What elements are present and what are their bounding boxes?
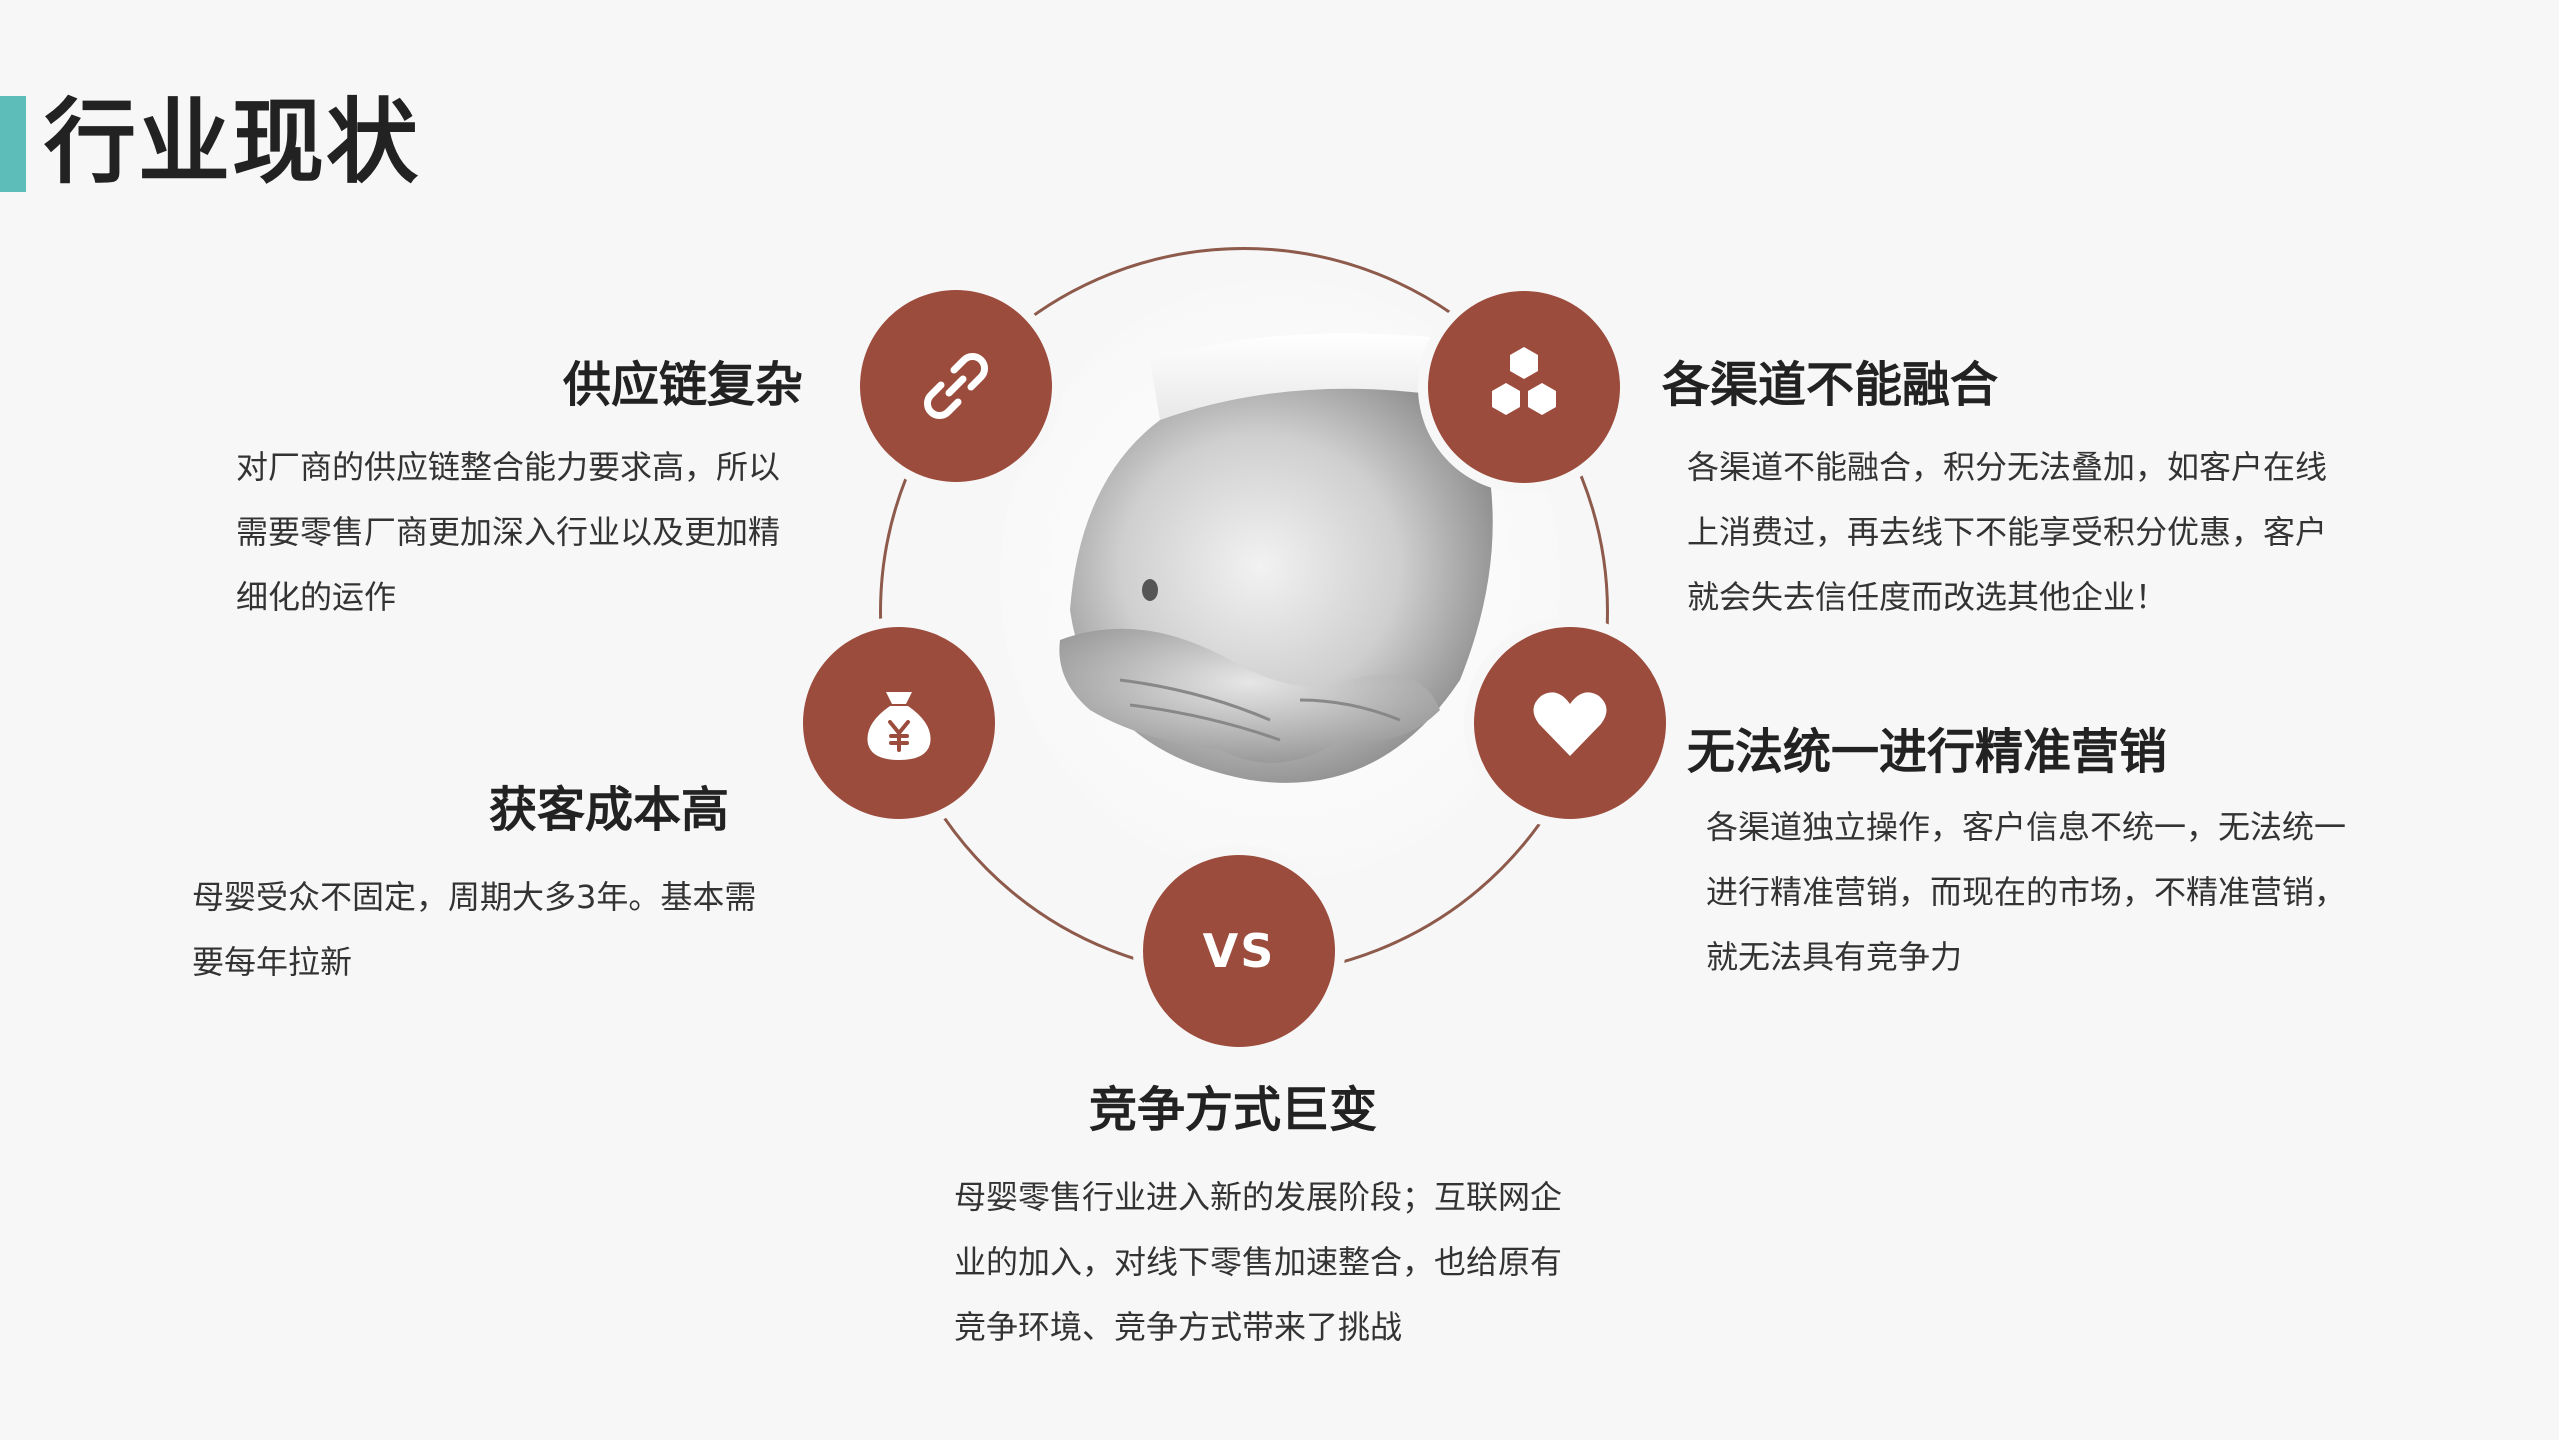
money-bag-icon bbox=[867, 692, 931, 760]
acquisition-node bbox=[803, 627, 995, 819]
competition-description: 母婴零售行业进入新的发展阶段；互联网企业的加入，对线下零售加速整合，也给原有竞争… bbox=[954, 1178, 1563, 1346]
acquisition-description: 母婴受众不固定，周期大多3年。基本需要每年拉新 bbox=[192, 878, 757, 981]
channels-node bbox=[1428, 291, 1620, 483]
competition-heading: 竞争方式巨变 bbox=[1089, 1082, 1378, 1138]
marketing-description: 各渠道独立操作，客户信息不统一，无法统一进行精准营销，而现在的市场，不精准营销，… bbox=[1706, 808, 2347, 976]
acquisition-heading: 获客成本高 bbox=[489, 782, 730, 838]
supply-chain-description: 对厂商的供应链整合能力要求高，所以需要零售厂商更加深入行业以及更加精细化的运作 bbox=[236, 448, 781, 616]
marketing-heading: 无法统一进行精准营销 bbox=[1687, 724, 2168, 780]
channels-description: 各渠道不能融合，积分无法叠加，如客户在线上消费过，再去线下不能享受积分优惠，客户… bbox=[1687, 448, 2328, 616]
competition-node: VS bbox=[1143, 855, 1335, 1047]
pregnant-belly-illustration bbox=[1000, 280, 1560, 880]
vs-icon: VS bbox=[1202, 924, 1276, 978]
hexagon-cluster-icon bbox=[1492, 347, 1556, 415]
supply-chain-node bbox=[860, 290, 1052, 482]
page-title: 行业现状 bbox=[44, 89, 421, 196]
heart-icon bbox=[1533, 692, 1607, 756]
channels-heading: 各渠道不能融合 bbox=[1662, 357, 1999, 413]
marketing-node bbox=[1474, 627, 1666, 819]
supply-chain-heading: 供应链复杂 bbox=[563, 357, 804, 413]
title-accent-bar bbox=[0, 96, 26, 192]
link-icon bbox=[924, 353, 988, 419]
